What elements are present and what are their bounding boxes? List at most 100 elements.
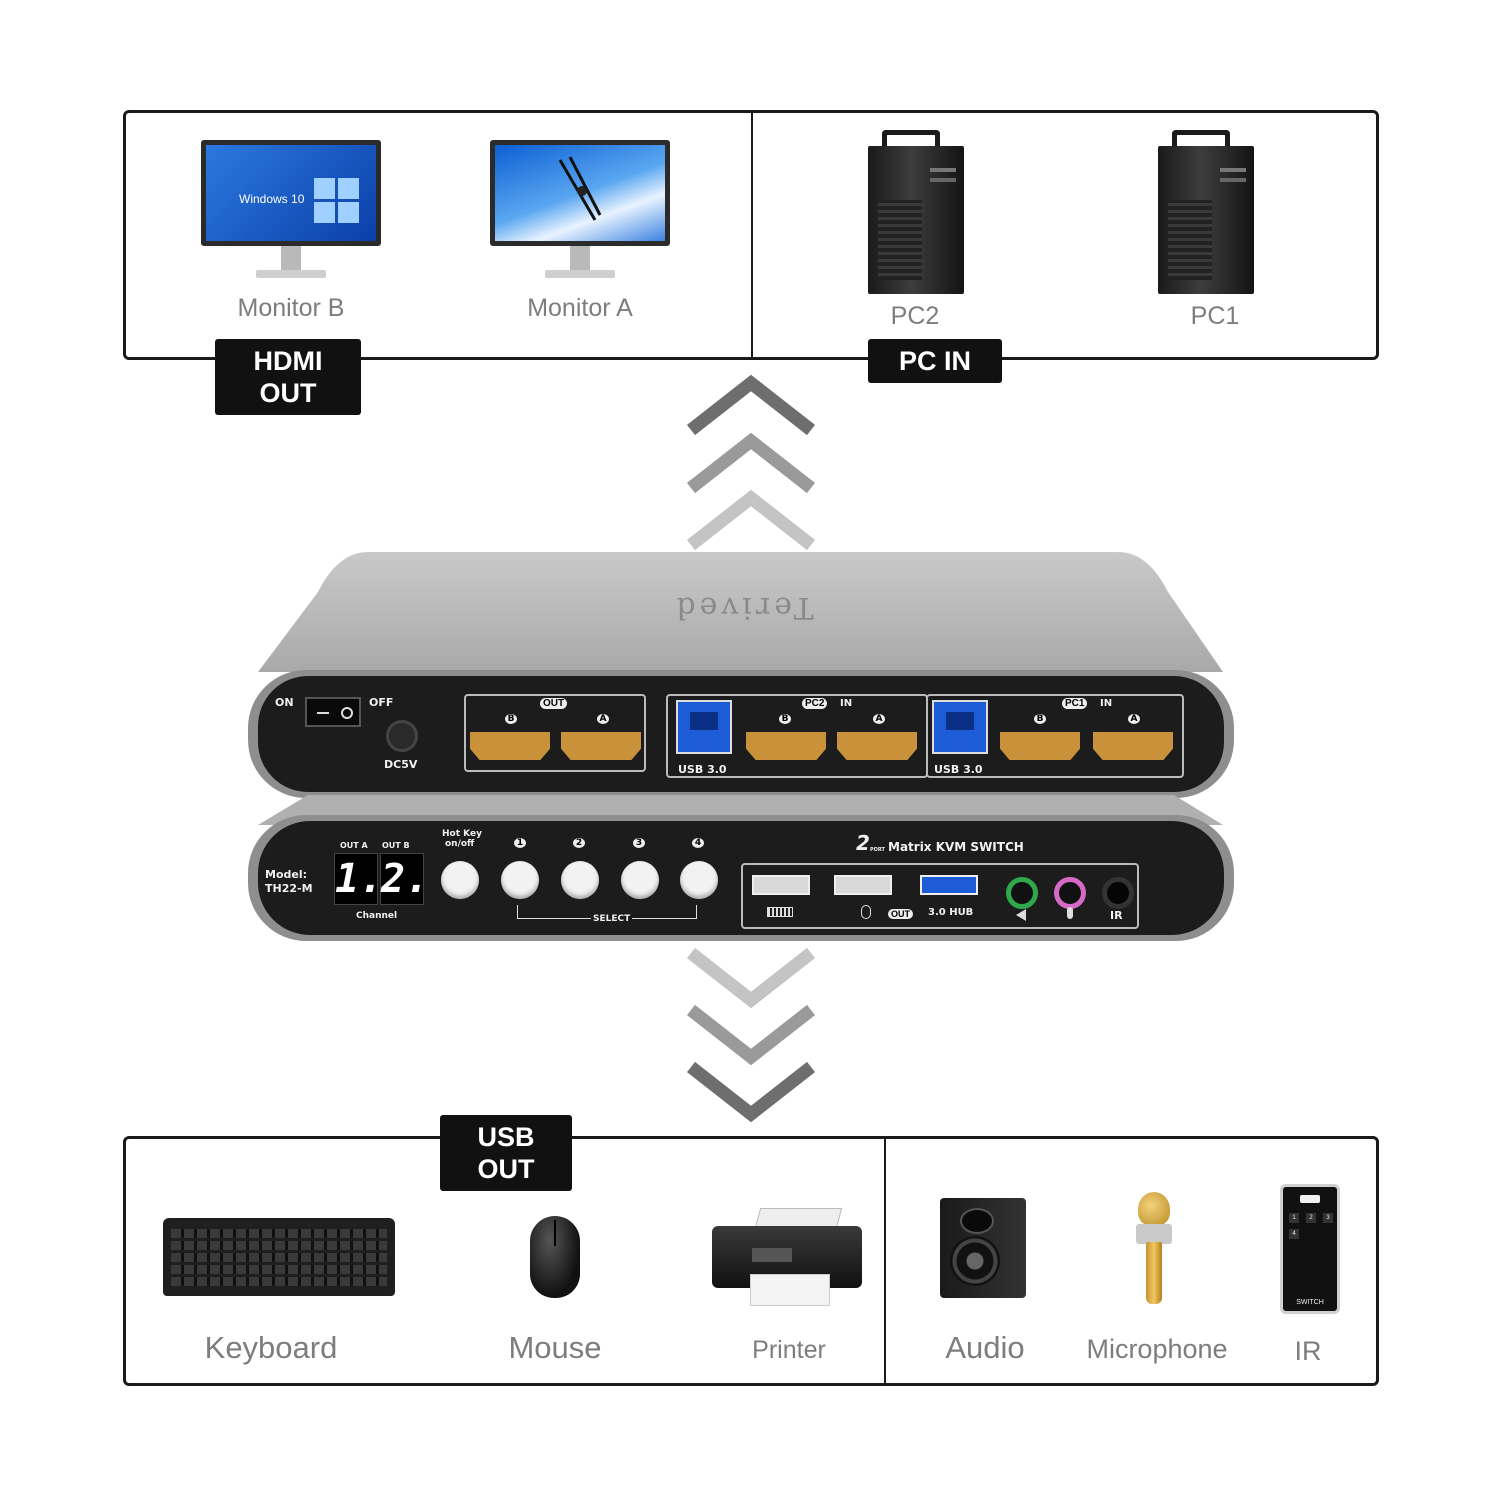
out-a-marker: A (597, 714, 609, 724)
kvm-front-unit: Model: TH22-M OUT A OUT B 1. 2. Channel … (248, 795, 1234, 945)
select-num-4: 4 (692, 838, 704, 848)
mouse-port-icon (861, 905, 871, 919)
remote-key-2: 2 (1306, 1213, 1316, 1223)
kvm-title: Matrix KVM SWITCH (888, 840, 1024, 854)
select-button-1[interactable] (501, 861, 539, 899)
out-b-marker: B (505, 714, 517, 724)
pc1-a-marker: A (1128, 714, 1140, 724)
pc1-usb-label: USB 3.0 (934, 763, 983, 776)
monitor-b-screen-text: Windows 10 (239, 192, 305, 206)
select-button-4[interactable] (680, 861, 718, 899)
hotkey-label-1: Hot Key (442, 829, 482, 839)
remote-key-3: 3 (1323, 1213, 1333, 1223)
model-label: Model: (265, 868, 308, 881)
skier-icon (558, 156, 602, 221)
printer-icon (712, 1208, 862, 1306)
select-num-1: 1 (514, 838, 526, 848)
hdmi-pc2-b-port (746, 732, 826, 760)
pc1-group-box (926, 694, 1184, 778)
out-group-box (464, 694, 646, 772)
pc1-usb3-port (932, 700, 988, 754)
ir-port-label: IR (1110, 909, 1123, 922)
channel-display-b: 2. (380, 853, 429, 905)
pc2-usb-label: USB 3.0 (678, 763, 727, 776)
hdmi-pc2-a-port (837, 732, 917, 760)
dc5v-label: DC5V (384, 758, 418, 771)
monitor-b-label: Monitor B (237, 294, 345, 322)
pc2-tower-icon (868, 130, 964, 294)
mouse-label: Mouse (508, 1330, 602, 1365)
select-num-2: 2 (573, 838, 585, 848)
windows-logo-icon (314, 178, 360, 224)
usb-keyboard-port (752, 875, 810, 895)
usb-hub-port (920, 875, 978, 895)
pc1-tower-icon (1158, 130, 1254, 294)
hotkey-label-2: on/off (445, 839, 475, 849)
pc2-usb3-port (676, 700, 732, 754)
title-port-number: 2 (856, 831, 870, 855)
hub-label: 3.0 HUB (928, 907, 974, 918)
on-label: ON (275, 696, 294, 709)
channel-label: Channel (356, 911, 398, 921)
keyboard-icon (163, 1218, 395, 1296)
select-button-3[interactable] (621, 861, 659, 899)
audio-label: Audio (945, 1330, 1025, 1365)
remote-key-4: 4 (1289, 1229, 1299, 1239)
select-num-3: 3 (633, 838, 645, 848)
audio-speaker-icon (940, 1198, 1026, 1298)
hdmi-pc1-b-port (1000, 732, 1080, 760)
up-chevrons-icon (686, 374, 816, 551)
monitor-b: Windows 10 (201, 140, 381, 280)
audio-jack (1006, 877, 1038, 909)
ir-remote-icon: 1 2 3 4 SWITCH (1280, 1184, 1340, 1314)
brand-logo: Terived (672, 590, 814, 625)
pc1-group-label: PC1 (1062, 698, 1088, 709)
front-ports-box (741, 863, 1139, 929)
channel-display-a: 1. (334, 853, 383, 905)
pc1-b-marker: B (1034, 714, 1046, 724)
pc1-in-label: IN (1100, 698, 1113, 709)
pc2-a-marker: A (873, 714, 885, 724)
pc2-in-label: IN (840, 698, 853, 709)
top-panel-divider (751, 112, 753, 358)
hdmi-pc1-a-port (1093, 732, 1173, 760)
pc-in-tag: PC IN (868, 339, 1002, 383)
title-port-sub: PORT (870, 847, 885, 853)
hotkey-button[interactable] (441, 861, 479, 899)
microphone-label: Microphone (1086, 1334, 1228, 1364)
mic-port-icon (1067, 907, 1073, 919)
ir-sensor (1102, 877, 1134, 909)
mic-jack (1054, 877, 1086, 909)
out-group-label: OUT (540, 698, 568, 709)
out-badge: OUT (888, 909, 913, 919)
keyboard-port-icon (767, 907, 793, 917)
bottom-panel-divider (884, 1138, 886, 1384)
hdmi-out-b-port (470, 732, 550, 760)
usb-mouse-port (834, 875, 892, 895)
model-value: TH22-M (265, 882, 313, 895)
pc2-b-marker: B (779, 714, 791, 724)
out-b-indicator-label: OUT B (382, 841, 410, 850)
microphone-icon (1134, 1192, 1174, 1306)
select-button-2[interactable] (561, 861, 599, 899)
power-switch[interactable] (305, 697, 361, 727)
remote-switch-label: SWITCH (1296, 1299, 1324, 1306)
out-a-indicator-label: OUT A (340, 841, 368, 850)
remote-key-1: 1 (1289, 1213, 1299, 1223)
dc-power-jack (386, 720, 418, 752)
kvm-rear-unit: Terived ON OFF DC5V OUT B A PC2 IN USB 3… (248, 552, 1234, 802)
monitor-a (490, 140, 670, 280)
hdmi-out-a-port (561, 732, 641, 760)
pc1-label: PC1 (1190, 302, 1240, 330)
hdmi-out-tag: HDMI OUT (215, 339, 361, 415)
usb-out-tag: USB OUT (440, 1115, 572, 1191)
ir-label: IR (1294, 1336, 1322, 1366)
off-label: OFF (369, 696, 394, 709)
monitor-a-label: Monitor A (527, 294, 633, 322)
mouse-icon (530, 1216, 580, 1298)
pc2-group-label: PC2 (802, 698, 828, 709)
keyboard-label: Keyboard (204, 1330, 338, 1365)
down-chevrons-icon (686, 947, 816, 1123)
select-label: SELECT (591, 914, 633, 924)
speaker-icon (1016, 909, 1026, 921)
